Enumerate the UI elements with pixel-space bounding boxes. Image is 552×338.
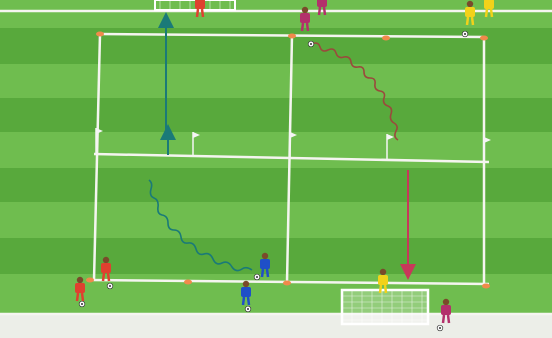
ball-icon — [79, 301, 85, 307]
ball-icon — [308, 41, 314, 47]
cone — [480, 36, 488, 41]
cone — [482, 284, 490, 289]
ball-icon — [437, 325, 443, 331]
ball-icon — [462, 31, 468, 37]
bottom-goal — [342, 290, 428, 324]
cone — [288, 34, 296, 39]
ball-icon — [254, 274, 260, 280]
cone — [382, 36, 390, 41]
cone — [283, 281, 291, 286]
cone — [184, 280, 192, 285]
ball-icon — [107, 283, 113, 289]
cone — [86, 278, 94, 283]
cone — [96, 32, 104, 37]
ball-icon — [245, 306, 251, 312]
